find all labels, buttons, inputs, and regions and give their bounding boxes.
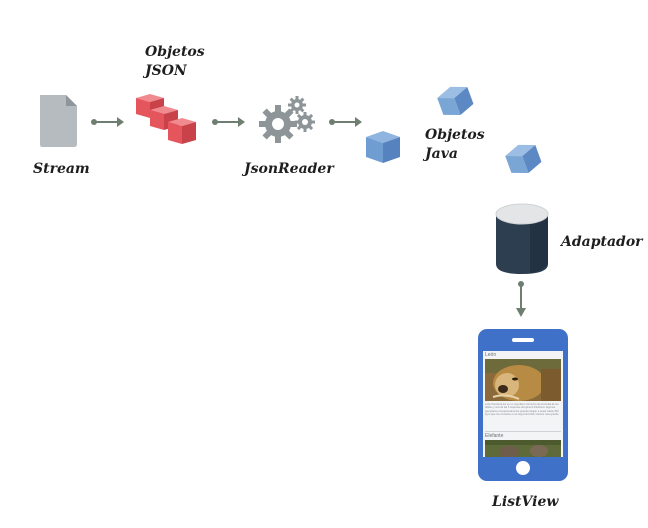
gears-icon bbox=[259, 96, 315, 143]
json-cubes-icon bbox=[136, 94, 196, 144]
json-objects-label-line2: JSON bbox=[145, 63, 187, 79]
elephant-image bbox=[485, 440, 561, 457]
json-objects-label: Objetos JSON bbox=[145, 43, 205, 81]
java-cube-icon-top bbox=[437, 86, 474, 116]
database-icon bbox=[495, 203, 549, 274]
java-cube-icon bbox=[366, 131, 400, 163]
java-objects-label: Objetos Java bbox=[425, 126, 485, 164]
arrow-reader-to-java bbox=[329, 117, 362, 127]
listview-label: ListView bbox=[492, 494, 559, 510]
java-cube-icon-bottom bbox=[505, 144, 542, 174]
arrow-stream-to-json bbox=[91, 117, 124, 127]
list-item-title: León bbox=[485, 352, 497, 358]
list-divider bbox=[485, 431, 561, 432]
json-reader-label: JsonReader bbox=[244, 161, 334, 177]
lion-image bbox=[485, 359, 561, 401]
json-objects-label-line1: Objetos bbox=[145, 44, 205, 60]
list-item-description: León Panthera leo es un mamífero carnívo… bbox=[485, 403, 560, 417]
arrow-json-to-reader bbox=[212, 117, 245, 127]
arrow-adapter-to-listview bbox=[516, 281, 526, 317]
document-icon bbox=[40, 95, 77, 147]
java-objects-label-line2: Java bbox=[425, 146, 458, 162]
java-objects-label-line1: Objetos bbox=[425, 127, 485, 143]
listview-screen: León León Panthera leo es un mamífero ca… bbox=[483, 351, 563, 457]
stream-label: Stream bbox=[33, 161, 90, 177]
list-item-title: Elefante bbox=[485, 433, 504, 439]
adapter-label: Adaptador bbox=[561, 234, 643, 250]
